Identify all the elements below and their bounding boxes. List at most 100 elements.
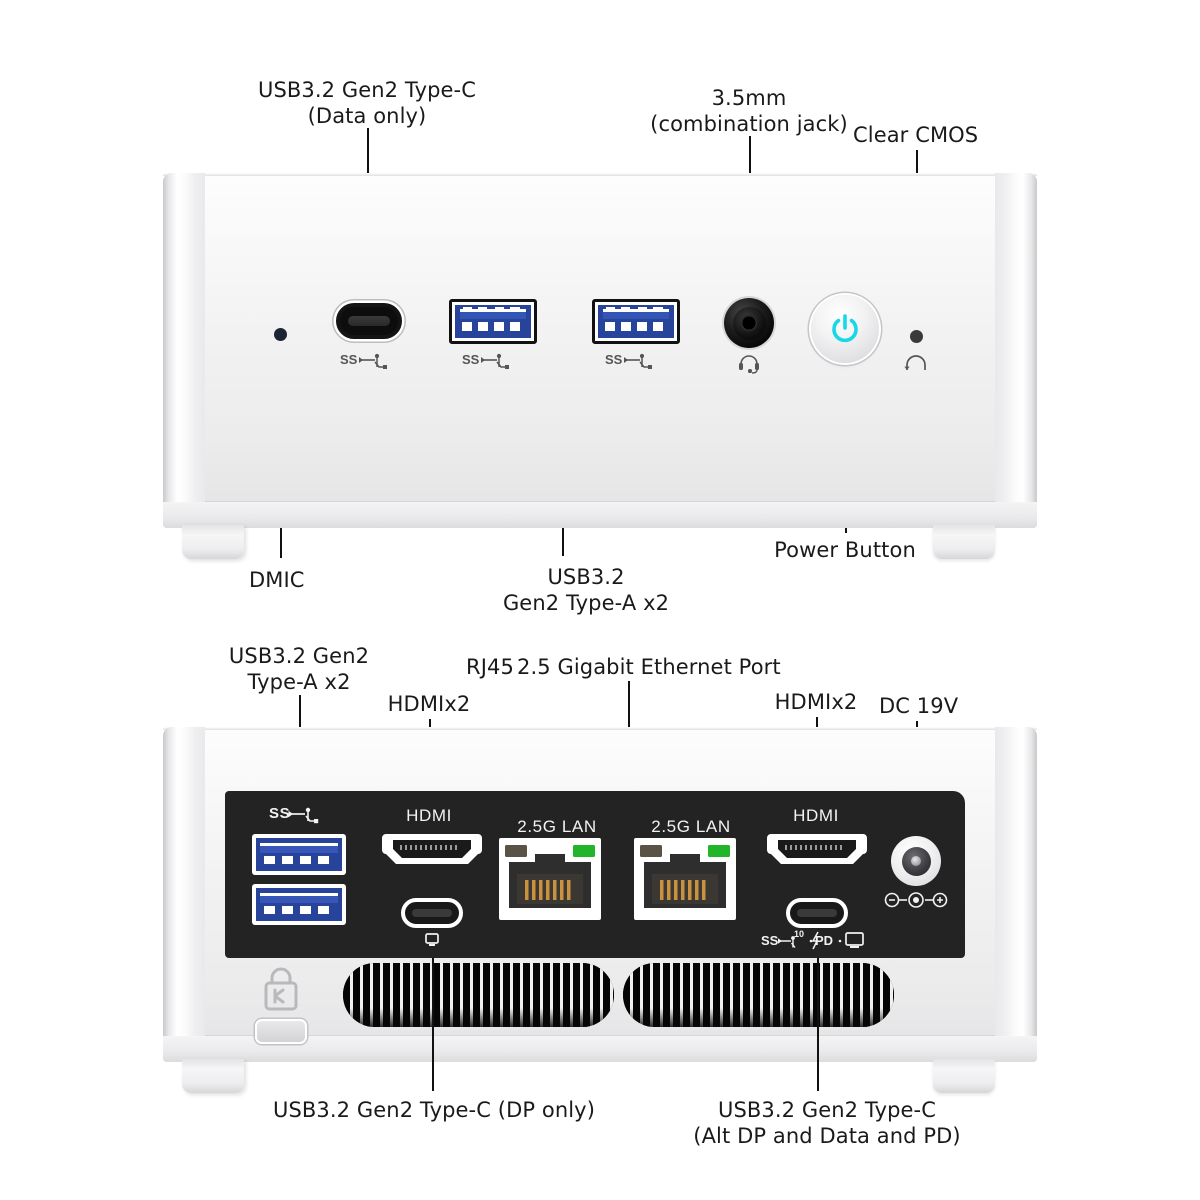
front-usb-c-port[interactable] — [336, 303, 402, 339]
callout-rear-ethernet: 2.5 Gigabit Ethernet Port — [517, 655, 781, 679]
rear-usb-a-port-top[interactable] — [252, 834, 346, 875]
rear-dc-power-jack[interactable] — [891, 836, 941, 886]
usb-a-contact — [652, 322, 663, 331]
usb-a-contact — [477, 322, 488, 331]
vent-shading — [623, 1007, 894, 1027]
usb-a-contact — [604, 322, 615, 331]
usb-a-cavity — [256, 888, 342, 921]
front-chassis — [163, 173, 1037, 528]
dc-jack-barrel — [901, 846, 931, 876]
callout-front-dmic: DMIC — [249, 568, 305, 592]
usb-a-contact — [509, 322, 520, 331]
jack-inner-ring — [732, 306, 766, 340]
usb-c-tongue — [797, 909, 837, 917]
svg-text:SS: SS — [462, 352, 480, 367]
power-icon — [832, 314, 858, 343]
chassis-base-seam — [205, 1035, 995, 1036]
rear-usb-c-port-pd[interactable] — [786, 898, 848, 928]
usb-a-cavity — [455, 305, 531, 338]
reset-arc-icon — [902, 352, 930, 374]
clear-cmos-pinhole[interactable] — [910, 330, 923, 343]
usb-a-pin — [653, 306, 663, 312]
usb-a-tongue — [260, 842, 338, 853]
rear-lan-port-2[interactable] — [634, 838, 736, 920]
callout-rear-dc-in: DC 19V — [879, 694, 959, 718]
rear-vent-right — [623, 963, 894, 1027]
usb-a-contact — [299, 905, 312, 915]
rear-vent-left — [343, 963, 614, 1027]
chassis-left-edge — [163, 173, 205, 528]
dc-jack-pin — [910, 855, 922, 867]
front-usb-a-port-2[interactable] — [592, 299, 680, 344]
chassis-right-edge — [995, 727, 1037, 1062]
usb-a-pin — [510, 306, 520, 312]
usb-a-pin — [637, 306, 647, 312]
chassis-base-seam — [205, 501, 995, 502]
callout-front-clear-cmos: Clear CMOS — [853, 123, 979, 147]
rear-lan-port-1[interactable] — [499, 838, 601, 920]
leader-rear-usb-c-pd — [817, 958, 819, 1091]
front-usb-a-port-1[interactable] — [449, 299, 537, 344]
rear-usb-c-port-dp[interactable] — [401, 898, 463, 928]
usb-a-contact — [493, 322, 504, 331]
kensington-lock-slot[interactable] — [255, 1019, 307, 1044]
leader-rear-usb-c-dp — [432, 958, 434, 1091]
audio-combo-jack[interactable] — [724, 298, 774, 348]
usb-a-contact — [636, 322, 647, 331]
usb-a-contact — [620, 322, 631, 331]
usb-a-pin — [494, 306, 504, 312]
callout-front-usb-a-x2: USB3.2 Gen2 Type-A x2 — [502, 565, 670, 615]
callout-rear-hdmi-left: HDMIx2 — [387, 692, 471, 716]
chassis-right-edge — [995, 173, 1037, 528]
chassis-top-edge — [163, 173, 1037, 176]
svg-text:SS: SS — [605, 352, 623, 367]
callout-rear-usb-c-dp: USB3.2 Gen2 Type-C (DP only) — [273, 1098, 595, 1122]
leader-rear-ethernet — [628, 681, 630, 757]
ss-usb-icon-front-a2: SS — [604, 349, 660, 371]
usb-c-tongue — [412, 909, 452, 917]
usb-a-contact — [299, 855, 312, 865]
usb-a-contact — [281, 905, 293, 915]
callout-rear-rj45: RJ45 — [466, 655, 514, 679]
usb-a-contact — [263, 855, 275, 865]
chassis-left-edge — [163, 727, 205, 1062]
usb-c-tongue — [348, 316, 390, 326]
rear-hdmi-port-1[interactable] — [380, 828, 484, 870]
front-foot-right — [933, 525, 995, 559]
usb-a-tongue — [602, 308, 670, 319]
chassis-base-strip — [163, 1036, 1037, 1062]
rear-hdmi-port-2[interactable] — [765, 828, 869, 870]
chassis-top-edge — [163, 727, 1037, 730]
usb-a-contact — [461, 322, 472, 331]
usb-a-cavity — [598, 305, 674, 338]
chassis-base-strip — [163, 502, 1037, 528]
plate-label-hdmi-1: HDMI — [406, 806, 452, 825]
callout-rear-usb-c-alt: USB3.2 Gen2 Type-C (Alt DP and Data and … — [693, 1098, 961, 1148]
power-button[interactable] — [811, 295, 879, 363]
dc-polarity-icon — [884, 890, 948, 910]
usb-a-cavity — [256, 838, 342, 871]
rear-usb-a-port-bottom[interactable] — [252, 884, 346, 925]
usb-a-contact — [317, 905, 330, 915]
usb-a-contact — [263, 905, 275, 915]
svg-text:PD: PD — [815, 933, 833, 948]
usb-a-pin — [620, 306, 630, 312]
callout-front-audio-jack: 3.5mm (combination jack) — [650, 86, 848, 136]
usb-a-contact — [317, 855, 330, 865]
front-foot-left — [182, 525, 244, 559]
usb-a-pin — [477, 306, 487, 312]
usb-a-pin — [605, 306, 615, 312]
callout-rear-hdmi-right: HDMIx2 — [774, 690, 858, 714]
vent-shading — [343, 1007, 614, 1027]
callout-front-power-button: Power Button — [774, 538, 916, 562]
usb-a-tongue — [260, 892, 338, 903]
headset-icon — [736, 352, 762, 374]
plate-label-usb-a: SS — [267, 802, 331, 829]
plate-label-lan-2: 2.5G LAN — [651, 817, 731, 836]
usb-pd-dp-icon: SS 10 PD — [761, 928, 873, 950]
svg-text:SS: SS — [269, 805, 290, 822]
svg-text:SS: SS — [340, 352, 358, 367]
usb-a-contact — [281, 855, 293, 865]
rear-foot-left — [182, 1059, 244, 1093]
